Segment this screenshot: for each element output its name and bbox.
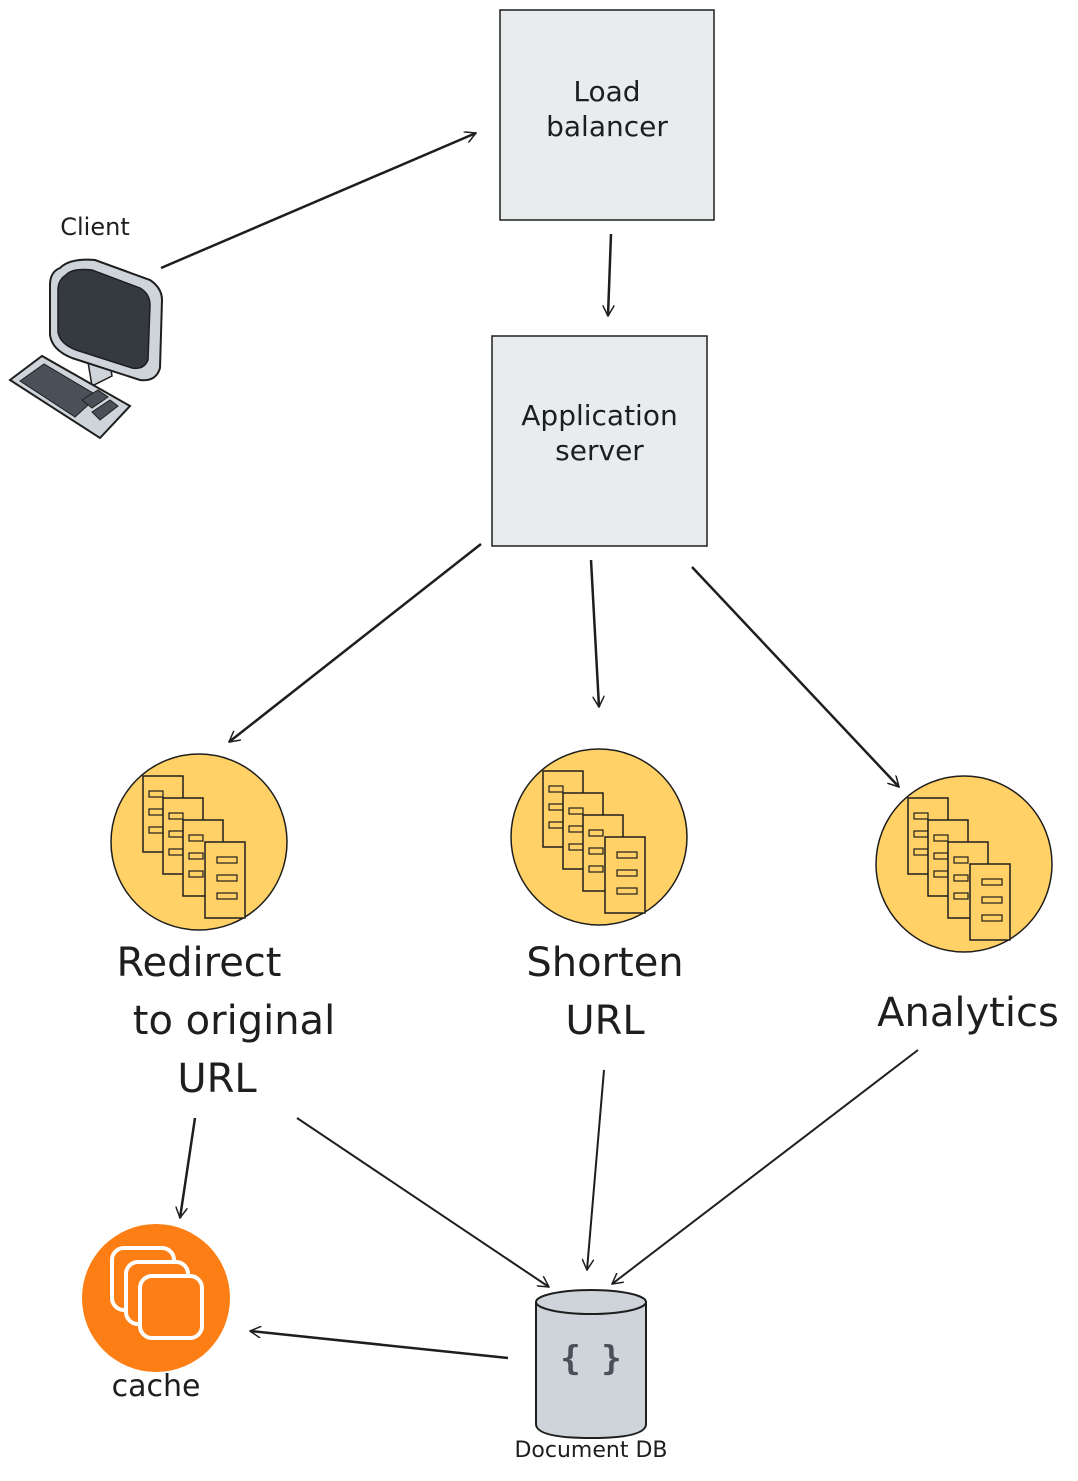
document-line-shape xyxy=(616,851,638,859)
arrow-redirect-to-cache xyxy=(180,1117,197,1218)
application-server-label-line2: server xyxy=(555,434,644,467)
document-line-shape xyxy=(933,834,949,842)
redirect-label: Redirect to original URL xyxy=(84,934,384,1108)
arrow-shorten-to-document-db xyxy=(587,1069,605,1270)
document-line-shape xyxy=(148,790,164,798)
document-line-shape xyxy=(933,870,949,878)
redirect-label-line3: URL xyxy=(177,1056,257,1102)
arrow-document-db-to-cache xyxy=(250,1331,509,1360)
shorten-label-line2: URL xyxy=(565,998,645,1044)
arrow-redirect-to-document-db xyxy=(296,1117,549,1287)
document-line-shape xyxy=(913,812,929,820)
document-line-shape xyxy=(616,887,638,895)
redirect-service-icon xyxy=(110,753,288,931)
document-db-glyph: { } xyxy=(560,1339,622,1379)
document-line-shape xyxy=(913,830,929,838)
document-line-shape xyxy=(548,821,564,829)
document-line-shape xyxy=(981,896,1003,904)
document-line-shape xyxy=(168,830,184,838)
application-server-label: Application server xyxy=(492,398,707,468)
document-line-shape xyxy=(168,848,184,856)
document-line-shape xyxy=(981,914,1003,922)
analytics-label: Analytics xyxy=(877,990,1059,1036)
load-balancer-label: Load balancer xyxy=(500,74,714,144)
document-line-shape xyxy=(548,785,564,793)
document-db-label: Document DB xyxy=(514,1438,668,1463)
document-line-shape xyxy=(568,843,584,851)
document-line-shape xyxy=(588,847,604,855)
redirect-label-line2: to original xyxy=(132,998,336,1044)
database-icon xyxy=(535,1289,647,1440)
document-line-shape xyxy=(216,856,238,864)
document-line-shape xyxy=(216,892,238,900)
arrow-app-server-to-analytics xyxy=(691,566,899,787)
document-line-shape xyxy=(168,812,184,820)
shorten-service-icon xyxy=(510,748,688,926)
load-balancer-label-line1: Load xyxy=(573,75,641,108)
document-line-shape xyxy=(953,892,969,900)
document-line-shape xyxy=(568,807,584,815)
document-line-shape xyxy=(548,803,564,811)
document-line-shape xyxy=(188,834,204,842)
document-line-shape xyxy=(148,826,164,834)
arrow-analytics-to-document-db xyxy=(612,1049,919,1284)
document-line-shape xyxy=(981,878,1003,886)
arrow-load-balancer-to-app-server xyxy=(608,233,611,316)
analytics-service-icon xyxy=(875,775,1053,953)
arrow-client-to-load-balancer xyxy=(160,133,476,270)
cache-icon xyxy=(82,1224,230,1372)
load-balancer-label-line2: balancer xyxy=(546,110,668,143)
document-line-shape xyxy=(953,874,969,882)
document-line-shape xyxy=(933,852,949,860)
application-server-label-line1: Application xyxy=(521,399,678,432)
arrow-app-server-to-shorten xyxy=(589,559,599,707)
document-line-shape xyxy=(953,856,969,864)
document-line-shape xyxy=(216,874,238,882)
load-balancer-box xyxy=(499,9,715,221)
application-server-box xyxy=(491,335,708,547)
document-line-shape xyxy=(616,869,638,877)
document-line-shape xyxy=(188,852,204,860)
shorten-label-line1: Shorten xyxy=(526,940,684,986)
shorten-label: Shorten URL xyxy=(470,934,740,1050)
redirect-label-line1: Redirect xyxy=(116,940,282,986)
document-line-shape xyxy=(588,865,604,873)
document-line-shape xyxy=(588,829,604,837)
cache-label: cache xyxy=(111,1369,201,1404)
document-line-shape xyxy=(188,870,204,878)
edges xyxy=(160,133,919,1360)
document-line-shape xyxy=(148,808,164,816)
document-line-shape xyxy=(913,848,929,856)
arrow-app-server-to-redirect xyxy=(229,543,482,743)
client-label: Client xyxy=(60,213,130,241)
document-line-shape xyxy=(568,825,584,833)
computer-icon xyxy=(8,258,164,440)
